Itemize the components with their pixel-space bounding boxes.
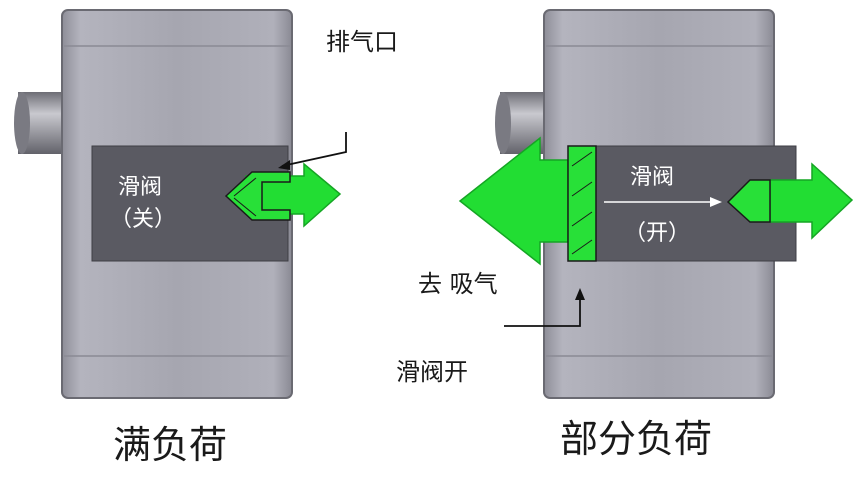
right-valve-piston	[567, 145, 597, 262]
full-load-group: 排气口 滑阀 （关） 满负荷	[14, 9, 398, 467]
valve-open-leader-arrowhead	[575, 288, 585, 300]
exhaust-port-leader-arrowhead	[278, 160, 290, 170]
valve-open-label: 滑阀开	[396, 358, 468, 386]
exhaust-port-leader	[281, 132, 347, 167]
piston-hatch-4	[571, 239, 593, 255]
left-valve-label-line2: （关）	[110, 207, 176, 232]
right-green-discharge-arrow	[769, 162, 854, 240]
right-valve-label-line1: 滑阀	[630, 165, 674, 190]
to-suction-label: 去 吸气	[418, 270, 498, 298]
full-load-caption: 满负荷	[113, 423, 227, 467]
left-valve-tip	[224, 171, 291, 221]
right-valve-label-line2: （开）	[624, 221, 690, 246]
valve-open-leader	[504, 296, 581, 327]
right-shaft-end	[495, 92, 511, 154]
left-shaft-end	[14, 92, 30, 154]
exhaust-port-label: 排气口	[326, 28, 398, 56]
piston-hatch-1	[571, 151, 593, 167]
piston-hatch-2	[571, 181, 593, 197]
right-valve-tip	[726, 179, 771, 223]
left-valve-tip-detail	[233, 177, 257, 197]
partial-load-group: 滑阀 （开） 去 吸气 滑阀开 部分负荷	[396, 9, 854, 461]
left-valve-label-line1: 滑阀	[118, 175, 162, 200]
left-valve-tip-detail-2	[233, 197, 257, 217]
piston-hatch-3	[571, 211, 593, 227]
valve-motion-arrowhead	[710, 197, 722, 207]
partial-load-caption: 部分负荷	[560, 417, 712, 461]
right-green-suction-arrow	[458, 136, 569, 266]
